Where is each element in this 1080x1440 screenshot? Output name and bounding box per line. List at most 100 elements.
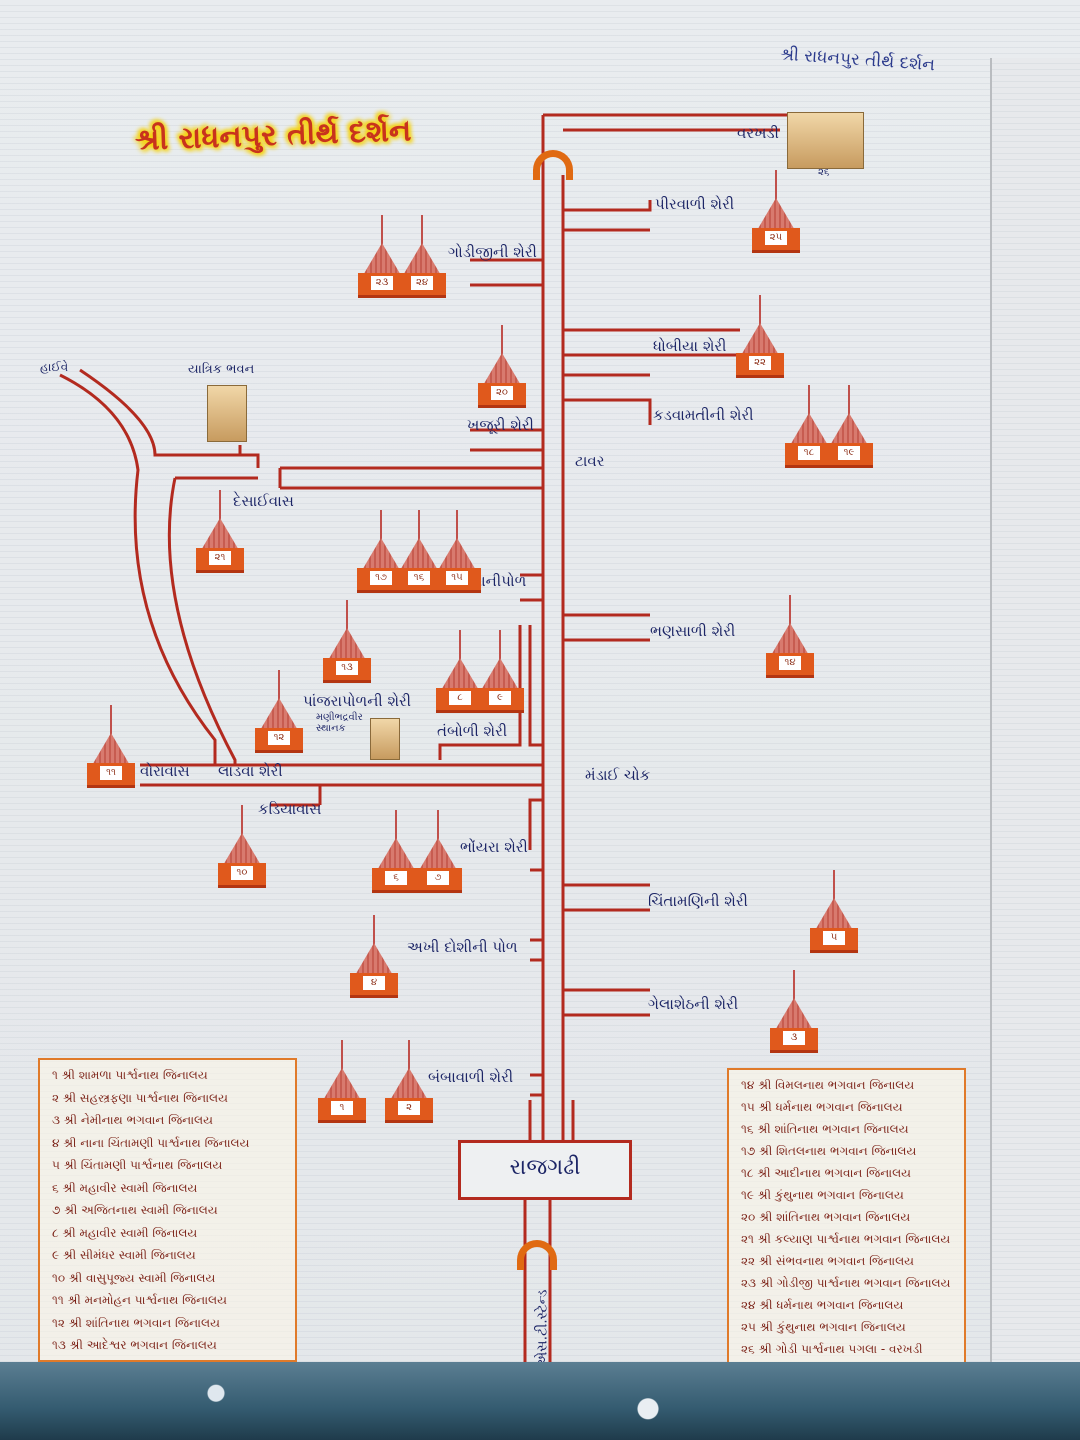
road-bhansali: [561, 425, 650, 642]
road-bambavali: [530, 1073, 543, 1097]
temple-7: ૭: [414, 810, 462, 893]
temple-13: ૧૩: [323, 600, 371, 683]
road-tamboli: [438, 625, 543, 760]
road-godiji: [470, 258, 543, 287]
label-kadiyavas: કડિયાવાસ: [258, 800, 322, 818]
legend-row: ૨૧ શ્રી કલ્યાણ પાર્શ્વનાથ ભગવાન જિનાલય: [741, 1232, 951, 1246]
temple-15: ૧૫: [433, 510, 481, 593]
legend-row: ૧૮ શ્રી આદીનાથ ભગવાન જિનાલય: [741, 1166, 911, 1180]
temple-19: ૧૯: [825, 385, 873, 468]
road-kadvamati: [563, 373, 652, 425]
road-varakhadi: [543, 113, 790, 132]
temple-5: ૫: [810, 870, 858, 953]
road-khajuri: [470, 428, 543, 452]
label-akhidoshi: અખી દોશીની પોળ: [407, 938, 518, 956]
temple-2: ૨: [385, 1040, 433, 1123]
legend-right: ૧૪ શ્રી વિમલનાથ ભગવાન જિનાલય ૧૫ શ્રી ધર્મ…: [727, 1068, 966, 1367]
legend-row: ૧૨ શ્રી શાંતિનાથ ભગવાન જિનાલય: [52, 1315, 220, 1330]
label-varakhadi: વરખડી: [737, 124, 779, 142]
legend-row: ૧૦ શ્રી વાસુપૂજ્ય સ્વામી જિનાલય: [52, 1270, 216, 1285]
road-st-stand: [523, 1195, 552, 1370]
legend-row: ૬ શ્રી મહાવીર સ્વામી જિનાલય: [52, 1180, 198, 1195]
temple-20: ૨૦: [478, 325, 526, 408]
legend-row: ૧૭ શ્રી શિતલનાથ ભગવાન જિનાલય: [741, 1144, 917, 1158]
temple-1: ૧: [318, 1040, 366, 1123]
temple-16: ૧૬: [395, 510, 443, 593]
label-panjrapol: પાંજરાપોળની શેરી: [303, 692, 412, 710]
label-bambavali: બંબાવાળી શેરી: [428, 1068, 514, 1086]
road-yatrik: [79, 368, 260, 468]
highway-outer: [59, 373, 217, 765]
legend-row: ૧૧ શ્રી મનમોહન પાર્શ્વનાથ જિનાલય: [52, 1293, 227, 1307]
legend-row: ૫ શ્રી ચિંતામણી પાર્શ્વનાથ જિનાલય: [52, 1158, 223, 1172]
rajgadhi-box: રાજગઢી: [458, 1140, 632, 1200]
gate-arch-top: [533, 150, 573, 180]
label-desaivas: દેસાઈવાસ: [233, 492, 294, 510]
legend-left: ૧ શ્રી શામળા પાર્શ્વનાથ જિનાલય ૨ શ્રી સહસ…: [38, 1058, 297, 1362]
label-rajgadhi: રાજગઢી: [509, 1155, 581, 1180]
label-pirvali: પીરવાળી શેરી: [655, 195, 735, 213]
temple-6: ૬: [372, 810, 420, 893]
legend-row: ૪ શ્રી નાના ચિંતામણી પાર્શ્વનાથ જિનાલય: [52, 1135, 250, 1150]
label-godiji: ગોડીજીની શેરી: [448, 243, 537, 261]
temple-21: ૨૧: [196, 490, 244, 573]
road-chintamani: [561, 640, 650, 912]
label-manibhadra: મણીભદ્રવીર સ્થાનક: [316, 712, 363, 734]
label-bhanipol: ભાનીપોળ: [470, 572, 527, 590]
road-map: [59, 113, 790, 1370]
legend-row: ૧ શ્રી શામળા પાર્શ્વનાથ જિનાલય: [52, 1068, 208, 1082]
label-tamboli: તંબોળી શેરી: [437, 722, 508, 740]
temple-10: ૧૦: [218, 805, 266, 888]
temple-14: ૧૪: [766, 595, 814, 678]
next-page-edge: [990, 58, 1080, 1368]
legend-row: ૧૯ શ્રી કુંથુનાથ ભગવાન જિનાલય: [741, 1188, 904, 1202]
label-kadvamati: કડવામતીની શેરી: [653, 406, 754, 424]
legend-row: ૧૫ શ્રી ધર્મનાથ ભગવાન જિનાલય: [741, 1100, 903, 1114]
temple-12: ૧૨: [255, 670, 303, 753]
label-yatrik: યાત્રિક ભવન: [188, 362, 255, 377]
legend-row: ૨ શ્રી સહસ્ત્રફણા પાર્શ્વનાથ જિનાલય: [52, 1090, 228, 1105]
temple-11: ૧૧: [87, 705, 135, 788]
road-dhobiya: [563, 328, 740, 357]
road-akhidoshi: [530, 938, 543, 962]
label-st-stand: એસ.ટી.સ્ટેન્ડ: [534, 1289, 551, 1367]
temple-22: ૨૨: [736, 295, 784, 378]
temple-4: ૪: [350, 915, 398, 998]
label-voravas: વોરાવાસ: [140, 762, 190, 780]
legend-row: ૨૬ શ્રી ગોડી પાર્શ્વનાથ પગલા - વરખડી: [741, 1342, 923, 1356]
legend-row: ૨૨ શ્રી સંભવનાથ ભગવાન જિનાલય: [741, 1254, 914, 1268]
legend-row: ૨૦ શ્રી શાંતિનાથ ભગવાન જિનાલય: [741, 1210, 911, 1224]
label-ladva: લાડવા શેરી: [218, 762, 283, 780]
legend-row: ૧૬ શ્રી શાંતિનાથ ભગવાન જિનાલય: [741, 1122, 909, 1136]
road-gelasheth: [561, 910, 650, 1017]
manibhadra-photo: [370, 718, 400, 760]
temple-17: ૧૭: [357, 510, 405, 593]
photo-number: ૨૬: [818, 167, 830, 178]
yatrik-bhavan-photo: [207, 385, 247, 442]
varakhadi-photo: [787, 112, 864, 169]
temple-24: ૨૪: [398, 215, 446, 298]
legend-row: ૨૫ શ્રી કુંથુનાથ ભગવાન જિનાલય: [741, 1320, 906, 1334]
road-kadiyavas: [270, 785, 322, 807]
label-gelasheth: ગેલાશેઠની શેરી: [648, 995, 739, 1013]
road-bhanipol: [520, 573, 543, 602]
temple-9: ૯: [476, 630, 524, 713]
legend-row: ૭ શ્રી અજિતનાથ સ્વામી જિનાલય: [52, 1203, 218, 1217]
label-chintamani: ચિંતામણિની શેરી: [648, 892, 748, 910]
bottom-fabric: [0, 1362, 1080, 1440]
label-bhansali: ભણસાળી શેરી: [650, 622, 736, 640]
label-mandai: મંડાઈ ચોક: [585, 766, 651, 784]
legend-row: ૯ શ્રી સીમંધર સ્વામી જિનાલય: [52, 1248, 196, 1262]
legend-row: ૮ શ્રી મહાવીર સ્વામી જિનાલય: [52, 1225, 198, 1240]
legend-row: ૧૪ શ્રી વિમલનાથ ભગવાન જિનાલય: [741, 1078, 915, 1092]
temple-23: ૨૩: [358, 215, 406, 298]
label-bhoyra: ભોંયરા શેરી: [460, 838, 528, 856]
legend-row: ૨૪ શ્રી ધર્મનાથ ભગવાન જિનાલય: [741, 1298, 904, 1312]
label-dhobiya: ધોબીયા શેરી: [653, 337, 727, 355]
label-tower: ટાવર: [575, 452, 605, 470]
legend-row: ૨૩ શ્રી ગોડીજી પાર્શ્વનાથ ભગવાન જિનાલય: [741, 1276, 951, 1290]
main-road: [541, 115, 565, 1140]
label-highway: હાઈવે: [40, 360, 69, 374]
legend-row: ૩ શ્રી નેમીનાથ ભગવાન જિનાલય: [52, 1113, 213, 1127]
